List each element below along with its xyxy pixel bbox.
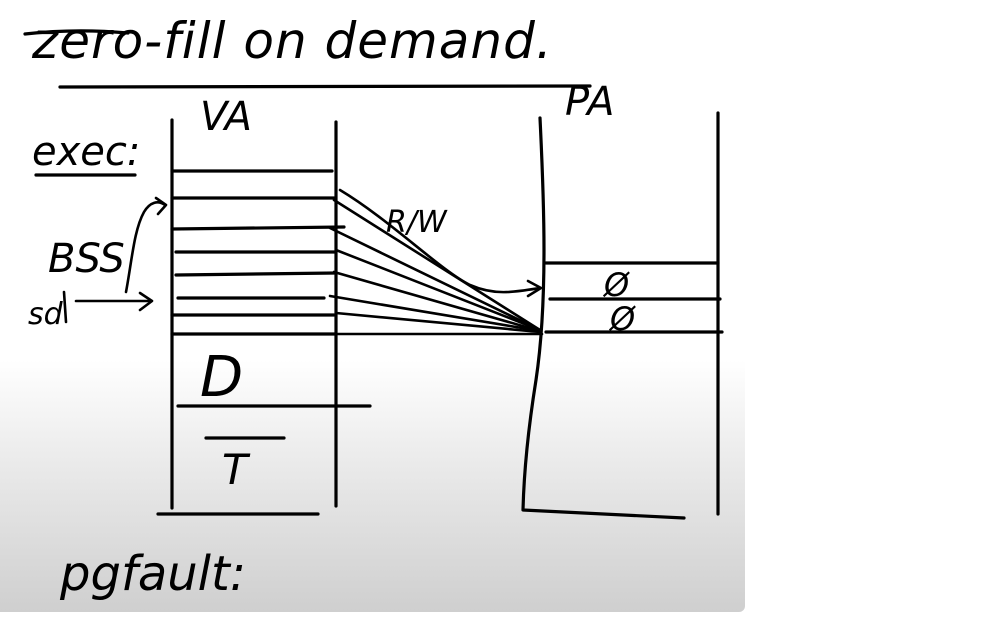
- va-bss-line-4: [174, 271, 338, 277]
- pa-left-edge: [521, 116, 686, 520]
- sd-label: sd: [28, 297, 64, 332]
- bss-brace: [124, 201, 167, 294]
- text-segment-label: T: [222, 445, 251, 494]
- sd-arrow-head: [138, 291, 154, 312]
- zero-marker-2: Ø: [608, 300, 636, 338]
- zero-marker-1: Ø: [602, 266, 630, 304]
- mapping-line-2: [328, 226, 542, 332]
- mapping-line-5: [328, 294, 542, 333]
- exec-label: exec:: [32, 129, 140, 175]
- mapping-line-6: [334, 311, 542, 334]
- rw-label: R/W: [386, 205, 448, 240]
- pgfault-label: pgfault:: [59, 546, 246, 602]
- mapping-line-3: [334, 248, 542, 332]
- pa-column: [521, 111, 724, 520]
- va-label: VA: [200, 94, 252, 140]
- title-text: zero-fill on demand.: [31, 12, 553, 70]
- bss-brace-arrowhead: [154, 196, 168, 216]
- mapping-arrows: [328, 188, 544, 336]
- pa-label: PA: [565, 79, 615, 125]
- data-segment-label: D: [200, 345, 243, 410]
- title-underline: [58, 84, 592, 89]
- whiteboard-background: [0, 0, 745, 612]
- va-bss-line-2: [170, 225, 346, 231]
- sd-tick: [62, 290, 68, 324]
- mapping-line-4: [332, 270, 542, 333]
- title-strikethrough: [23, 29, 130, 36]
- va-column: [156, 118, 372, 516]
- mapping-line-1: [332, 198, 542, 332]
- rw-mapping-arrowhead: [526, 279, 543, 298]
- bss-label: BSS: [48, 236, 125, 282]
